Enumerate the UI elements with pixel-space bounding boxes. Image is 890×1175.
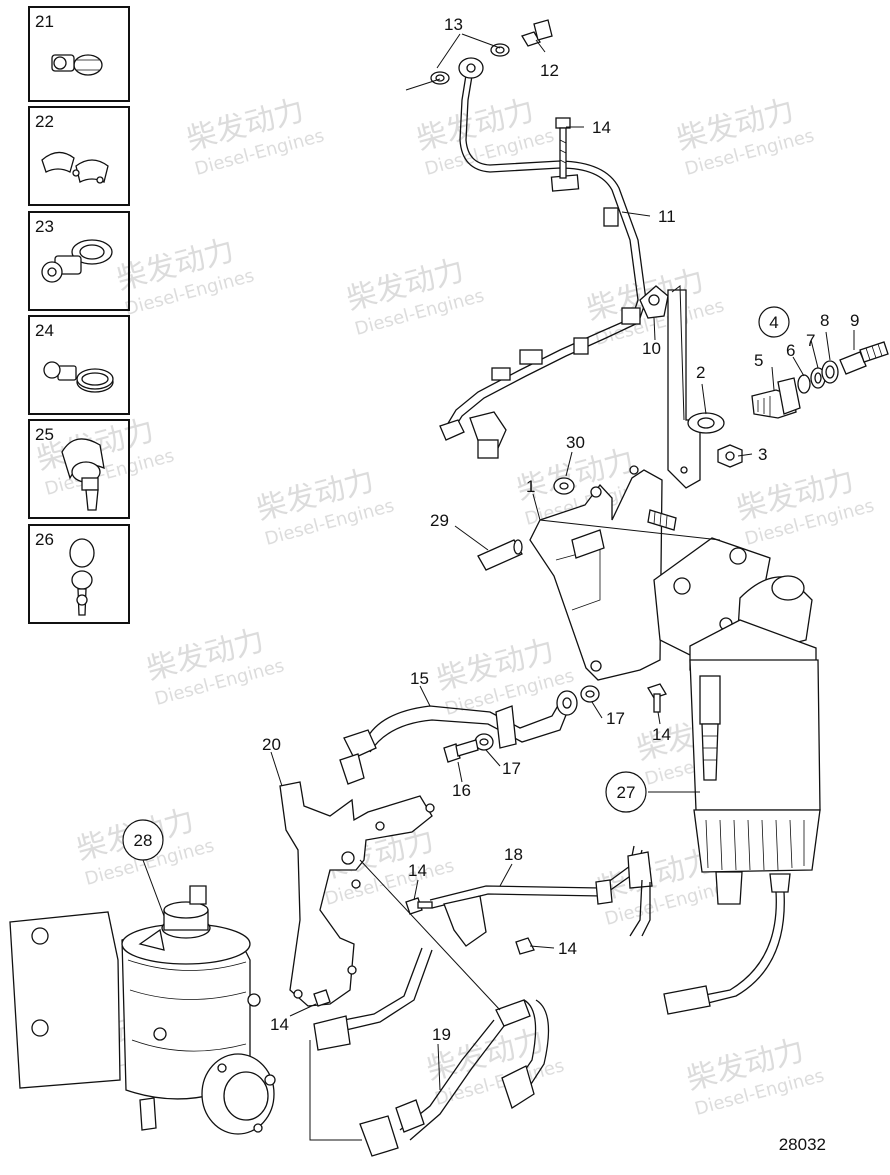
bolt-14-filter[interactable] [647, 683, 667, 713]
callout-5[interactable]: 5 [754, 351, 763, 370]
callout-9[interactable]: 9 [850, 311, 859, 330]
hose-clamp-icon [51, 54, 103, 76]
clip-halves-icon [41, 151, 109, 184]
inset-number: 24 [35, 321, 54, 340]
inset-number: 21 [35, 12, 54, 31]
inset-number: 25 [35, 425, 54, 444]
callout-18[interactable]: 18 [504, 845, 523, 864]
fuel-hose-15[interactable] [339, 690, 578, 785]
callout-4-label: 4 [769, 313, 778, 332]
callout-17[interactable]: 17 [606, 709, 625, 728]
callout-3[interactable]: 3 [758, 445, 767, 464]
callout-14[interactable]: 14 [270, 1015, 289, 1034]
p-clamp-icon [41, 239, 113, 283]
pipe-clip [519, 349, 543, 365]
callout-6[interactable]: 6 [786, 341, 795, 360]
pre-filter-28[interactable] [9, 885, 276, 1135]
callout-4[interactable]: 4 [758, 306, 790, 338]
callout-19[interactable]: 19 [432, 1025, 451, 1044]
callout-14[interactable]: 14 [652, 725, 671, 744]
banjo-bolt-12[interactable] [521, 19, 553, 47]
fitting-10[interactable] [639, 285, 669, 319]
callout-28[interactable]: 28 [122, 819, 164, 861]
callout-13[interactable]: 13 [444, 15, 463, 34]
drawing-number: 28032 [779, 1135, 826, 1154]
callout-7[interactable]: 7 [806, 331, 815, 350]
callout-14[interactable]: 14 [558, 939, 577, 958]
hose-connector [359, 1115, 399, 1157]
inset-box-24[interactable]: 24 [28, 315, 130, 415]
connector-plug [477, 439, 499, 459]
callout-2[interactable]: 2 [696, 363, 705, 382]
pipe-end [439, 419, 465, 441]
inset-box-26[interactable]: 26 [28, 524, 130, 624]
callout-20[interactable]: 20 [262, 735, 281, 754]
callout-15[interactable]: 15 [410, 669, 429, 688]
adapter-5[interactable] [751, 377, 801, 419]
bushing-30[interactable] [553, 477, 575, 495]
inset-number: 23 [35, 217, 54, 236]
callout-17[interactable]: 17 [502, 759, 521, 778]
inset-number: 22 [35, 112, 54, 131]
nut-3[interactable] [717, 444, 743, 468]
bolt-14-lower[interactable] [313, 989, 331, 1007]
warning-label [138, 928, 165, 951]
o-ring-8[interactable] [821, 360, 839, 384]
callout-10[interactable]: 10 [642, 339, 661, 358]
callout-1[interactable]: 1 [526, 477, 535, 496]
sensor [699, 675, 721, 725]
band-clamp-icon [43, 361, 114, 393]
fuel-filter-27[interactable] [663, 575, 821, 1015]
inset-number: 26 [35, 530, 54, 549]
inset-box-22[interactable]: 22 [28, 106, 130, 206]
inset-box-23[interactable]: 23 [28, 211, 130, 311]
bracket-20[interactable] [279, 781, 435, 1007]
bolt-14-bracket[interactable] [515, 937, 535, 955]
pipe-bracket [443, 895, 487, 947]
banjo-fitting-13[interactable] [430, 43, 510, 85]
callout-27-label: 27 [617, 783, 636, 802]
bracket-2[interactable] [667, 289, 725, 489]
bolt-14-upper[interactable] [555, 117, 571, 179]
callout-labels: 13 12 14 11 10 4 8 9 7 6 5 2 3 30 1 29 1… [122, 15, 859, 1044]
inset-box-25[interactable]: 25 [28, 419, 130, 519]
stud [571, 529, 605, 559]
o-ring-6[interactable] [797, 374, 811, 394]
callout-28-label: 28 [134, 831, 153, 850]
inset-box-21[interactable]: 21 [28, 6, 130, 102]
callout-12[interactable]: 12 [540, 61, 559, 80]
callout-14[interactable]: 14 [408, 861, 427, 880]
fuel-hose-19[interactable] [313, 947, 550, 1157]
pipe-clip [573, 337, 589, 355]
callout-8[interactable]: 8 [820, 311, 829, 330]
callout-11[interactable]: 11 [658, 207, 676, 226]
callout-14[interactable]: 14 [592, 118, 611, 137]
hose-connector-clamp-icon [61, 438, 105, 511]
banjo-bolt-16[interactable] [443, 739, 479, 763]
leader-lines [142, 33, 855, 1141]
cable-tie-icon [69, 538, 95, 616]
spacer-29[interactable] [477, 539, 523, 571]
bolt-14-pipe18[interactable] [405, 897, 433, 915]
callout-27[interactable]: 27 [605, 771, 647, 813]
connector-plug [663, 985, 711, 1015]
hose-connector [313, 1015, 351, 1051]
fuel-pipe-18[interactable] [429, 845, 653, 947]
nipple-9[interactable] [839, 341, 889, 375]
pipe-fitting [621, 307, 641, 325]
pipe-clip [491, 367, 511, 381]
callout-29[interactable]: 29 [430, 511, 449, 530]
callout-16[interactable]: 16 [452, 781, 471, 800]
callout-30[interactable]: 30 [566, 433, 585, 452]
washer-17-upper[interactable] [580, 685, 600, 703]
pipe-clip [603, 207, 619, 227]
